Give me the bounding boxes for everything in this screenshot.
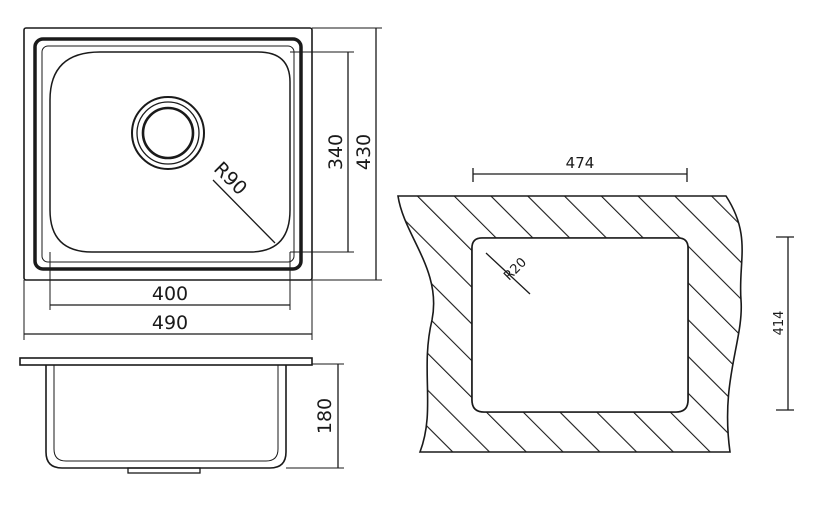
radius-leader-r90 [212, 179, 276, 244]
side-bowl-inner [53, 365, 279, 462]
side-view [19, 357, 344, 474]
label-cutout-width: 474 [566, 154, 595, 172]
cutout-view [397, 168, 794, 453]
label-depth-inner: 340 [325, 134, 347, 170]
side-rim [19, 357, 313, 366]
label-corner-radius: R90 [209, 158, 251, 200]
label-width-inner: 400 [152, 283, 188, 305]
side-drain-stub [127, 467, 201, 474]
sink-bowl-outline [49, 51, 291, 253]
label-depth-outer: 430 [353, 134, 375, 170]
sink-rim-fold [41, 45, 295, 263]
drain-middle-ring [136, 101, 200, 165]
label-cutout-height: 414 [772, 311, 787, 336]
top-view [23, 27, 382, 340]
sink-rim-inner [33, 37, 303, 271]
radius-leader-r20 [485, 252, 531, 295]
side-bowl [45, 365, 287, 469]
drain-outer-ring [131, 96, 205, 170]
sink-outer-rim [23, 27, 313, 281]
label-width-outer: 490 [152, 312, 188, 334]
drawing-lines [19, 27, 794, 474]
cutout-opening-outline [471, 237, 689, 413]
label-bowl-depth: 180 [314, 398, 336, 434]
drain-inner-ring [141, 106, 195, 160]
